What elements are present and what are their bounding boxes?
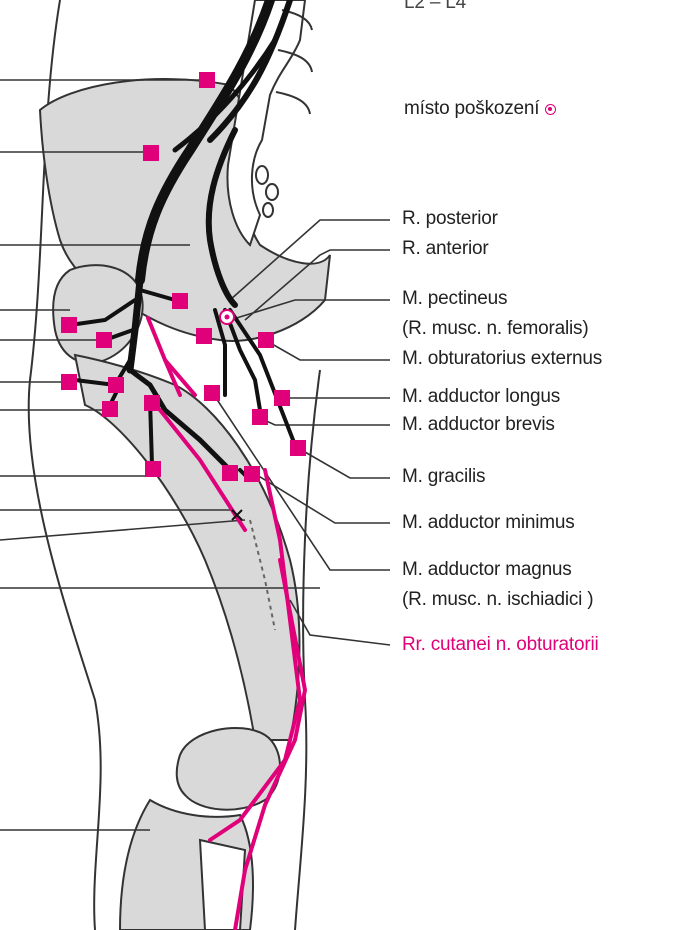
label-m-gracilis: M. gracilis <box>402 466 485 488</box>
label-m-adductor-minimus: M. adductor minimus <box>402 512 575 534</box>
damage-site-icon <box>220 310 234 324</box>
label-m-pectineus: M. pectineus <box>402 288 507 310</box>
legend-damage-site: místo poškození <box>404 98 556 120</box>
label-rr-cutanei: Rr. cutanei n. obturatorii <box>402 634 599 656</box>
label-m-adductor-longus: M. adductor longus <box>402 386 560 408</box>
label-r-posterior: R. posterior <box>402 208 498 230</box>
label-m-obturatorius-externus: M. obturatorius externus <box>402 348 602 370</box>
label-m-adductor-magnus: M. adductor magnus <box>402 559 572 581</box>
label-r-musc-femoralis: (R. musc. n. femoralis) <box>402 318 589 340</box>
damage-site-icon <box>545 104 556 115</box>
label-m-adductor-brevis: M. adductor brevis <box>402 414 555 436</box>
label-r-anterior: R. anterior <box>402 238 489 260</box>
legend-text: místo poškození <box>404 98 539 119</box>
label-r-musc-ischiadici: (R. musc. n. ischiadici ) <box>402 589 593 611</box>
spinal-level-label: L2 – L4 <box>404 0 466 14</box>
